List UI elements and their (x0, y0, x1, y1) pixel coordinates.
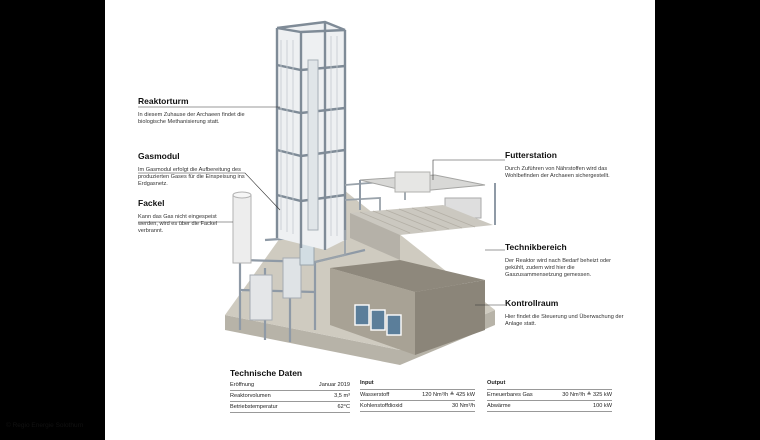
infographic-panel: Reaktorturm In diesem Zuhause der Archae… (105, 0, 655, 440)
output-data: Output Erneuerbares Gas 30 Nm³/h ≙ 325 k… (487, 380, 612, 412)
reactor-vessel (307, 59, 319, 231)
data-value: 100 kW (593, 403, 612, 409)
data-label: Reaktorvolumen (230, 393, 271, 399)
callout-text: Im Gasmodul erfolgt die Aufbereitung des… (138, 167, 245, 188)
data-value: 3,5 m³ (334, 393, 350, 399)
callout-title: Gasmodul (138, 151, 180, 161)
callout-fackel: Fackel Kann das Gas nicht eingespeist we… (138, 198, 298, 236)
data-label: Wasserstoff (360, 392, 390, 398)
control-room (330, 260, 485, 355)
callout-text: Durch Zuführen von Nährstoffen wird das … (505, 166, 610, 180)
callout-technikbereich: Technikbereich Der Reaktor wird nach Bed… (505, 242, 655, 280)
callout-title: Kontrollraum (505, 298, 559, 308)
data-row: Abwärme 100 kW (487, 401, 612, 412)
flare-stack (232, 191, 252, 264)
data-row: Betriebstemperatur 62°C (230, 402, 350, 413)
callout-kontrollraum: Kontrollraum Hier findet die Steuerung u… (505, 298, 655, 328)
output-header: Output (487, 380, 612, 390)
data-row: Eröffnung Januar 2019 (230, 380, 350, 391)
control-room-windows (354, 304, 402, 336)
base-slab-side (225, 310, 495, 365)
reactor-tower (275, 20, 347, 250)
general-data: Eröffnung Januar 2019 Reaktorvolumen 3,5… (230, 380, 350, 413)
callout-text: In diesem Zuhause der Archaeen findet di… (138, 112, 245, 126)
callout-title: Technikbereich (505, 242, 567, 252)
plant-illustration (138, 20, 505, 365)
callout-text: Hier findet die Steuerung und Überwachun… (505, 314, 624, 328)
callout-title: Futterstation (505, 150, 557, 160)
input-data: Input Wasserstoff 120 Nm³/h ≙ 425 kW Koh… (360, 380, 475, 412)
technical-data-title: Technische Daten (230, 368, 303, 378)
feeding-station (359, 171, 496, 225)
technical-data: Technische Daten Eröffnung Januar 2019 R… (230, 368, 612, 413)
data-row: Kohlenstoffdioxid 30 Nm³/h (360, 401, 475, 412)
data-row: Wasserstoff 120 Nm³/h ≙ 425 kW (360, 390, 475, 401)
data-label: Betriebstemperatur (230, 404, 278, 410)
callout-gasmodul: Gasmodul Im Gasmodul erfolgt die Aufbere… (138, 151, 298, 189)
data-row: Erneuerbares Gas 30 Nm³/h ≙ 325 kW (487, 390, 612, 401)
data-value: 30 Nm³/h ≙ 325 kW (562, 392, 612, 398)
data-value: Januar 2019 (318, 382, 350, 388)
data-label: Eröffnung (230, 382, 255, 388)
data-value: 62°C (337, 404, 351, 410)
gas-module-unit (282, 257, 302, 299)
data-value: 120 Nm³/h ≙ 425 kW (422, 392, 475, 398)
callout-text: Der Reaktor wird nach Bedarf beheizt ode… (505, 258, 612, 279)
callout-text: Kann das Gas nicht eingespeist werden, w… (138, 214, 217, 235)
data-value: 30 Nm³/h (451, 403, 475, 409)
copyright-notice: © Regio Energie Solothurn (6, 422, 84, 429)
data-label: Erneuerbares Gas (487, 392, 533, 398)
input-header: Input (360, 380, 475, 390)
data-row: Reaktorvolumen 3,5 m³ (230, 391, 350, 402)
callout-title: Reaktorturm (138, 96, 189, 106)
data-label: Abwärme (487, 403, 511, 409)
callout-futterstation: Futterstation Durch Zuführen von Nährsto… (505, 150, 655, 180)
data-label: Kohlenstoffdioxid (360, 403, 403, 409)
gas-module-tank (249, 274, 273, 321)
technical-area (350, 205, 493, 260)
callout-reaktorturm: Reaktorturm In diesem Zuhause der Archae… (138, 96, 298, 126)
leader-lines (138, 106, 505, 306)
callout-title: Fackel (138, 198, 165, 208)
